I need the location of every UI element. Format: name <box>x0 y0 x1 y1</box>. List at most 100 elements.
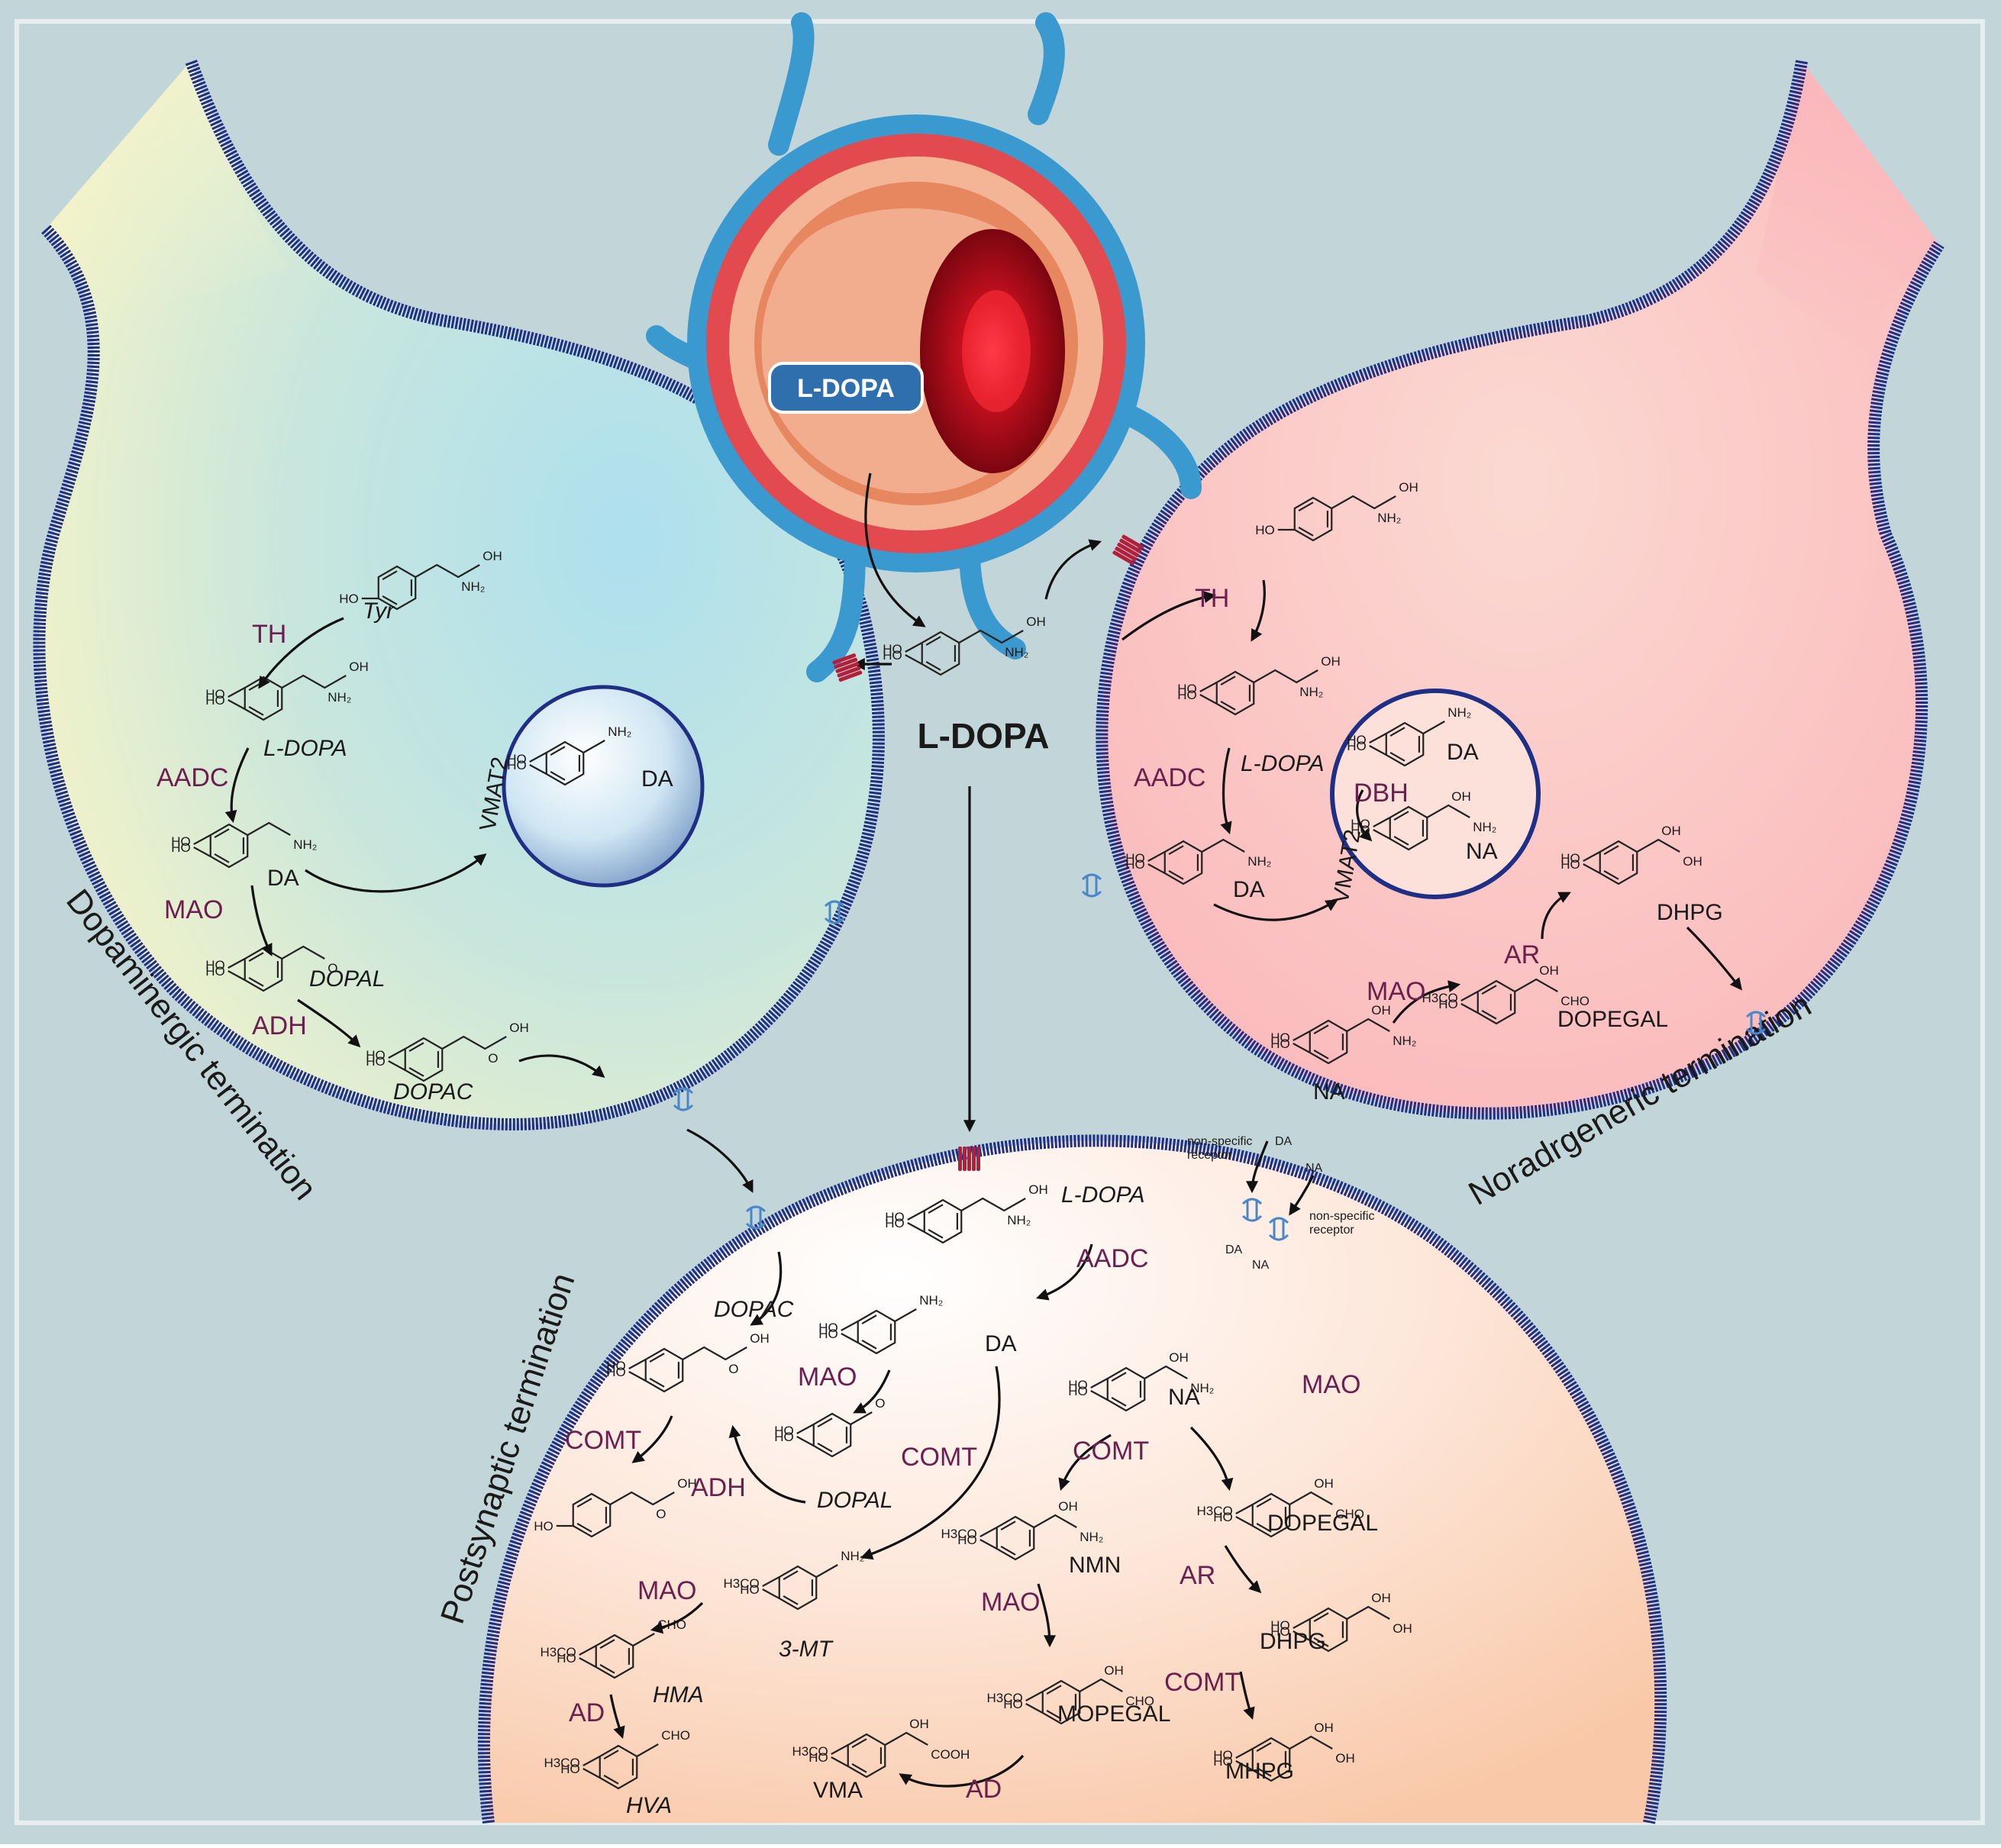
arrow-ar <box>1541 892 1571 940</box>
arrow-mao-hma <box>650 1601 704 1634</box>
enzyme-label: COMT <box>1073 1437 1149 1466</box>
arrow-mao-post <box>853 1369 891 1414</box>
molecule-label: L-DOPA <box>1241 751 1324 776</box>
molecule-label: DOPAL <box>309 966 385 992</box>
atom-label: H3CO <box>792 1744 828 1759</box>
atom-label: NH₂ <box>608 724 631 739</box>
atom-label: OH <box>1539 963 1559 978</box>
atom-label: HO <box>1213 1510 1233 1524</box>
atom-label: CHO <box>1560 994 1590 1008</box>
membrane-receptor <box>745 1205 767 1230</box>
enzyme-label: AD <box>569 1698 605 1727</box>
non-specific-receptor <box>1241 1198 1263 1222</box>
receptor-label: receptor <box>1187 1149 1232 1162</box>
reaction-arrows <box>224 472 1742 1788</box>
atom-label: OH <box>1104 1663 1124 1678</box>
lat-transporter-post <box>958 1147 980 1171</box>
enzyme-label: ADH <box>252 1011 307 1040</box>
enzyme-label: MAO <box>164 895 223 924</box>
atom-label: CHO <box>1125 1694 1154 1708</box>
atom-label: HO <box>885 1210 905 1224</box>
atom-label: HO <box>1213 1748 1233 1763</box>
non-specific-receptor <box>1268 1217 1289 1241</box>
arrow-ar-post <box>1224 1545 1262 1594</box>
receptor-da-label: DA <box>1275 1135 1293 1148</box>
vessel-branch <box>646 12 1202 682</box>
atom-label: COOH <box>931 1747 970 1762</box>
arrow-mao <box>250 885 273 956</box>
arrow-mao-right <box>1392 980 1461 1024</box>
atom-label: O <box>875 1396 885 1411</box>
atom-label: HO <box>1125 851 1145 866</box>
noradrenergic-glow <box>1756 61 1939 359</box>
receptor-na-label: NA <box>1305 1162 1323 1175</box>
arrow-aadc-right <box>1220 747 1232 835</box>
atom-label: OH <box>1058 1499 1078 1514</box>
arrow-comt-dhpg <box>1239 1671 1255 1721</box>
postsynaptic-membrane <box>477 1134 1667 1824</box>
atom-label: OH <box>349 660 369 674</box>
enzyme-label: COMT <box>901 1443 977 1472</box>
atom-label: OH <box>1371 1591 1391 1605</box>
atom-label: HO <box>1177 682 1197 696</box>
atom-label: NH₂ <box>841 1549 864 1563</box>
arrow-to-vmat2-right <box>1213 899 1338 921</box>
atom-label: HO <box>366 1048 386 1063</box>
atom-label: HO <box>171 840 191 855</box>
atom-label: HO <box>205 964 225 979</box>
noradrenergic-vesicle <box>1330 689 1541 899</box>
atom-label: HO <box>885 1216 905 1230</box>
atom-label: OH <box>1371 1003 1391 1018</box>
enzyme-label: AADC <box>1134 763 1205 792</box>
atom-label: HO <box>606 1365 626 1379</box>
arrow-adh-post <box>728 1424 806 1504</box>
arrow-to-postsynaptic <box>686 1128 754 1193</box>
arrow-to-vesicle <box>305 853 487 893</box>
atom-label: NH₂ <box>328 690 351 705</box>
receptor-na-label: NA <box>1252 1259 1270 1272</box>
dopaminergic-glow <box>46 61 290 321</box>
atom-label: HO <box>205 687 225 701</box>
molecule-label: VMA <box>813 1778 863 1803</box>
enzyme-label: AADC <box>157 763 228 792</box>
red-blood-cell-core <box>962 290 1031 412</box>
atom-label: HO <box>1347 739 1367 753</box>
enzyme-label: AR <box>1180 1561 1215 1590</box>
molecule-label: DHPG <box>1260 1629 1326 1654</box>
atom-label: H3CO <box>1422 991 1458 1005</box>
atom-label: HO <box>957 1533 977 1547</box>
molecule-label: DOPAC <box>714 1297 794 1322</box>
atom-label: HO <box>366 1054 386 1069</box>
membrane-receptor <box>1745 1011 1767 1035</box>
atom-label: O <box>328 961 337 976</box>
arrow-aadc-post <box>1035 1243 1093 1301</box>
pathway-labels: THAADCMAOADHTyrL-DOPADADOPALDOPACTHAADCD… <box>157 584 1723 1818</box>
atom-label: HO <box>1560 851 1580 866</box>
postsynaptic-terminal <box>483 1140 1661 1823</box>
enzyme-label: AD <box>966 1775 1002 1804</box>
atom-label: HO <box>808 1750 828 1765</box>
molecule-label: DOPEGAL <box>1557 1007 1668 1032</box>
molecule-label: HMA <box>653 1682 704 1708</box>
receptor-da-label: DA <box>1225 1243 1243 1256</box>
atom-label: HO <box>774 1424 794 1438</box>
arrow-tyr-to-ldopa <box>258 617 344 689</box>
atom-label: OH <box>482 549 502 563</box>
atom-label: CHO <box>661 1728 690 1743</box>
atom-label: HO <box>606 1359 626 1373</box>
atom-label: NH₂ <box>1190 1381 1214 1395</box>
arrow-ad-hva <box>609 1694 625 1740</box>
atom-label: H3CO <box>1197 1504 1233 1518</box>
molecule-label: HVA <box>626 1793 672 1818</box>
